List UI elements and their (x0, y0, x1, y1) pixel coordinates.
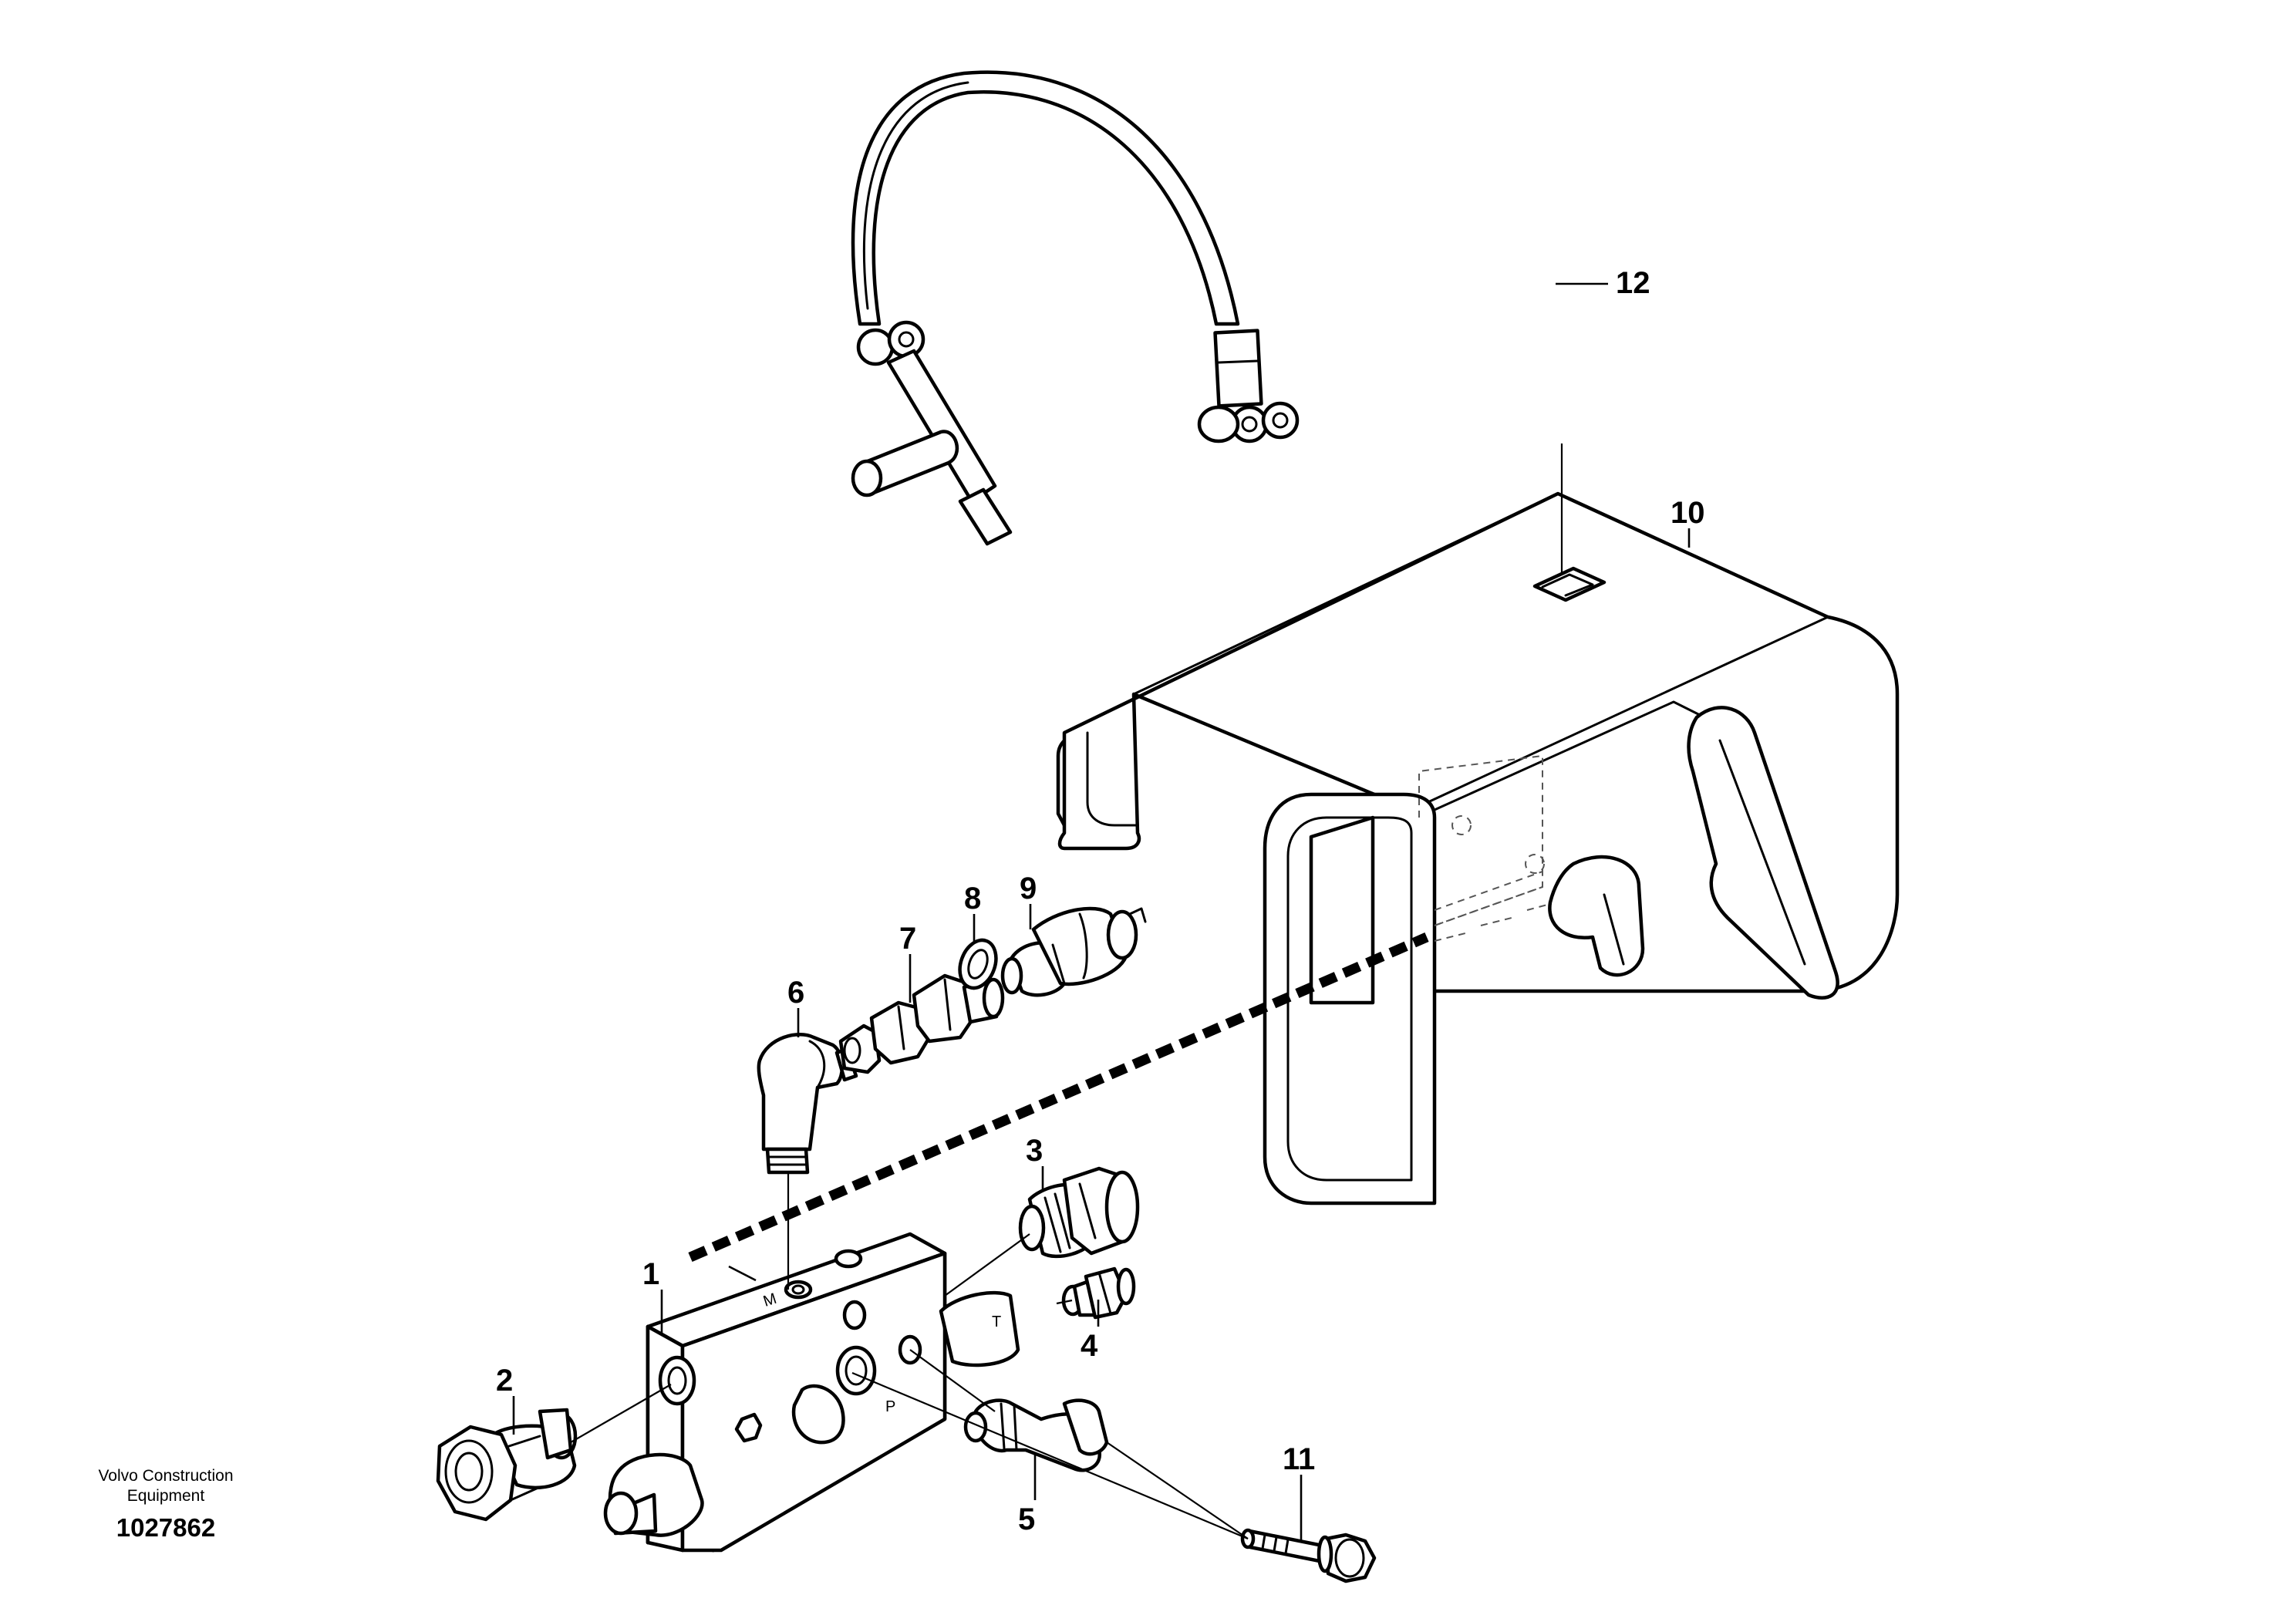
callout-leaders (512, 282, 1691, 1541)
port-mark-p: P (885, 1398, 895, 1415)
callout-7: 7 (899, 922, 916, 956)
sensor-part-9 (1000, 906, 1147, 997)
company-name-line1: Volvo Construction (98, 1467, 234, 1485)
bracket-housing-part-10 (1056, 491, 1900, 1206)
callout-6: 6 (787, 976, 804, 1010)
callout-4: 4 (1081, 1329, 1098, 1363)
port-mark-t: T (992, 1313, 1001, 1330)
callout-3: 3 (1026, 1134, 1043, 1168)
nut-part-7 (838, 973, 1005, 1074)
callout-2: 2 (496, 1364, 513, 1398)
connector-part-3 (1018, 1166, 1140, 1259)
elbow-fitting-part-5 (963, 1398, 1109, 1472)
company-name-line2: Equipment (126, 1487, 205, 1505)
callout-labels: 1 2 3 4 5 6 7 8 9 10 11 12 (496, 266, 1705, 1536)
callout-10: 10 (1671, 496, 1705, 530)
bolt-part-11 (1240, 1528, 1377, 1583)
port-mark-m: M (761, 1290, 779, 1310)
clamp-strap-part-12 (851, 70, 1300, 546)
valve-block-part-1: M T P (603, 1232, 1020, 1553)
connector-part-4 (1061, 1266, 1136, 1320)
drawing-number: 1027862 (116, 1513, 216, 1542)
callout-9: 9 (1020, 872, 1037, 905)
callout-8: 8 (964, 882, 981, 916)
adapter-part-2 (436, 1408, 578, 1522)
callout-12: 12 (1616, 266, 1650, 300)
sensor-cable (688, 932, 1429, 1262)
callout-11: 11 (1283, 1442, 1315, 1476)
assembly-lines (570, 443, 1563, 1540)
callout-1: 1 (642, 1257, 659, 1291)
o-ring-part-8 (958, 938, 998, 990)
callout-5: 5 (1018, 1502, 1035, 1536)
